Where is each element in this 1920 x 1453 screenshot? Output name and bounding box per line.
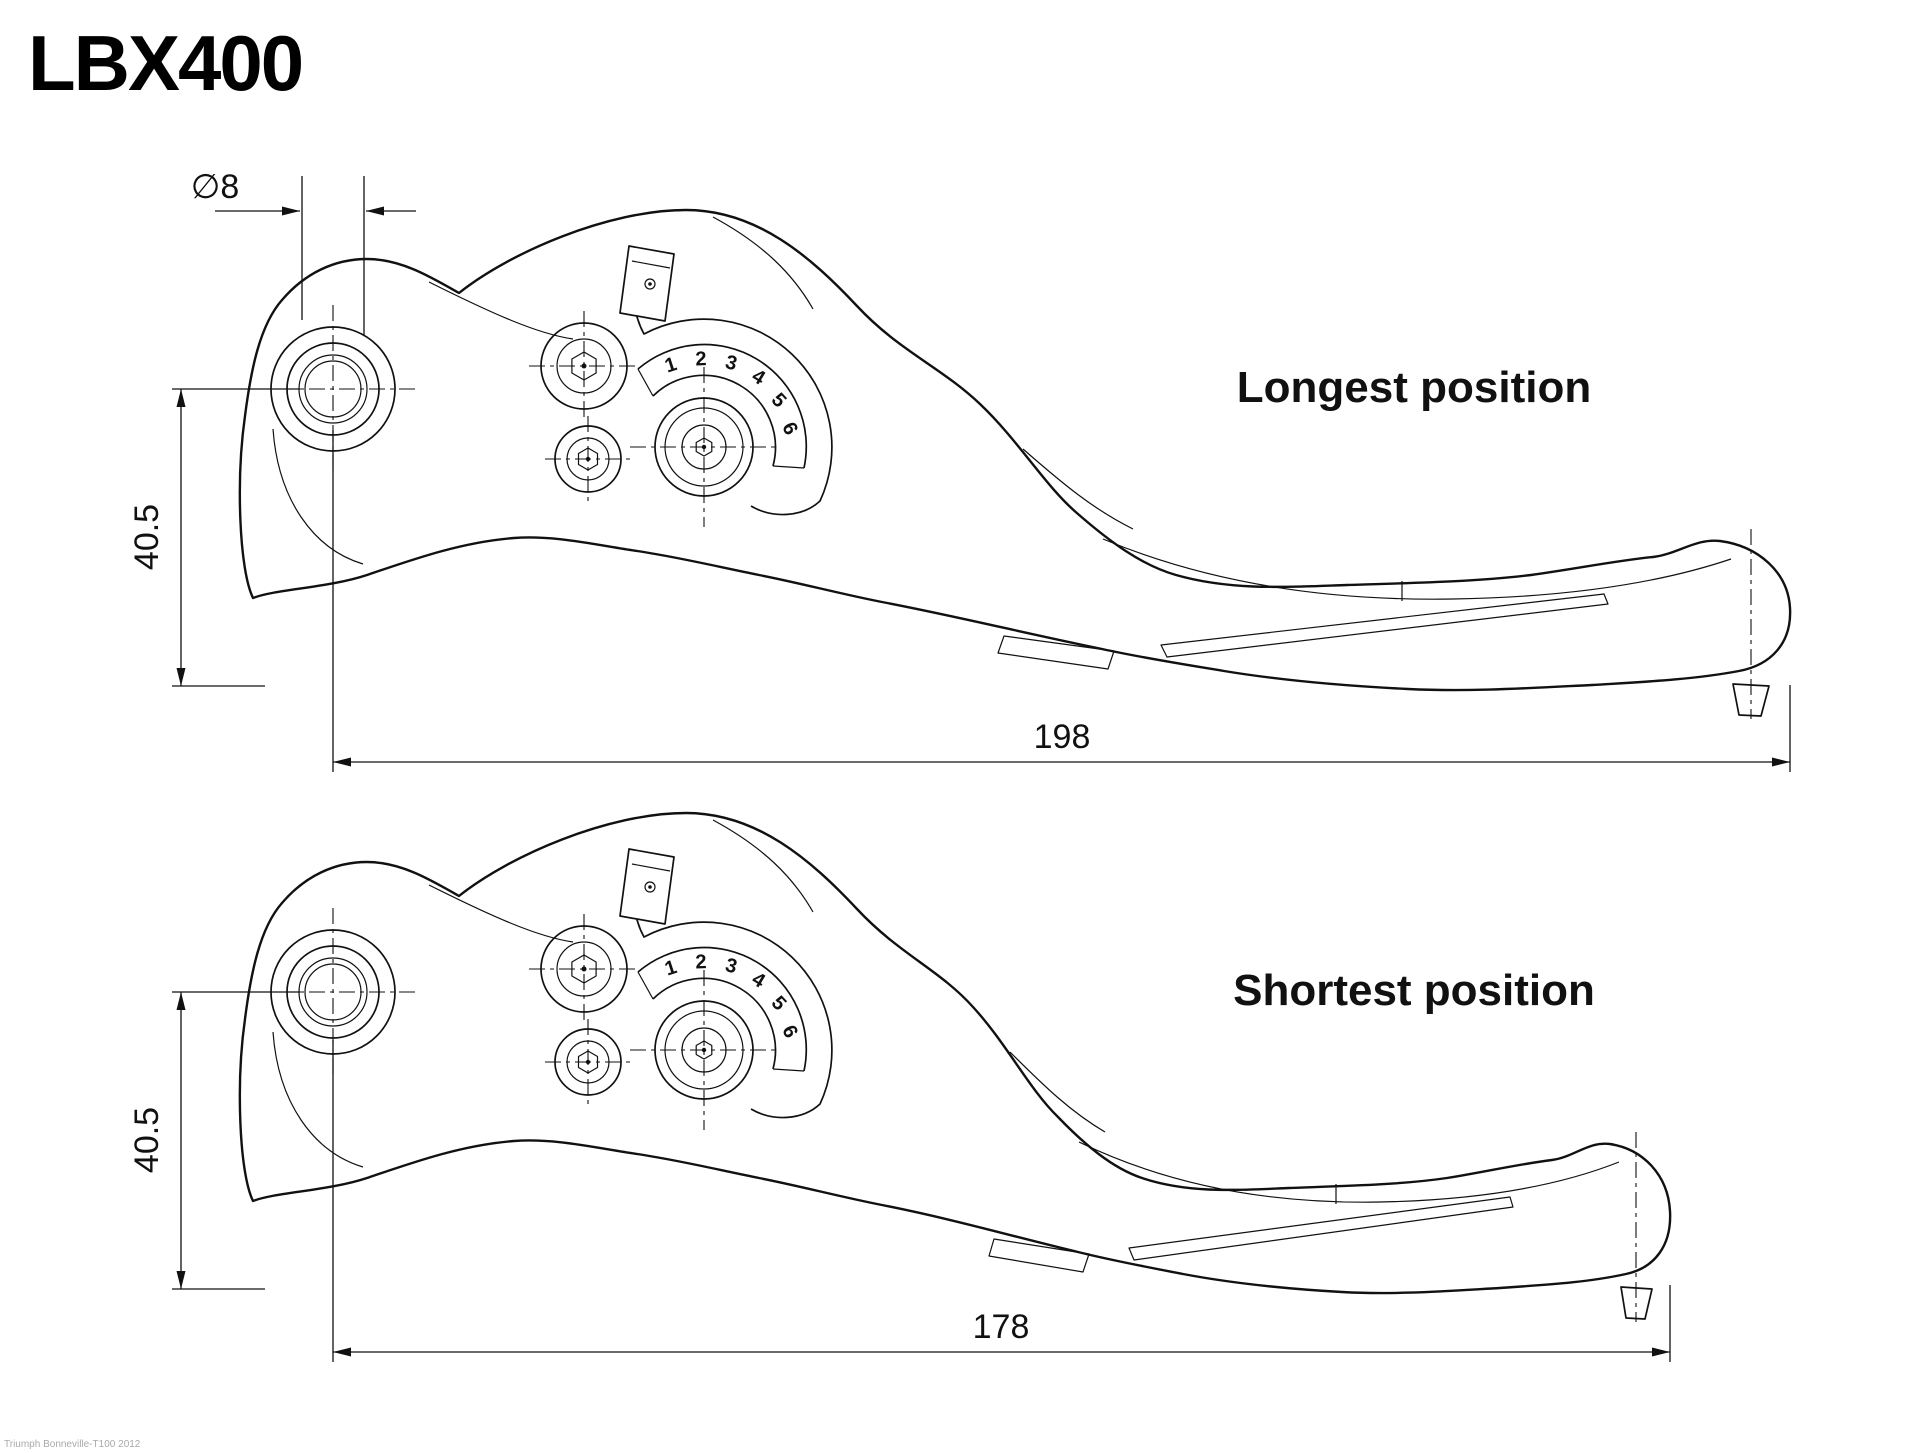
elbow-contour-line <box>1009 1051 1106 1133</box>
view-label-longest: Longest position <box>1237 363 1591 412</box>
lever-longest-position <box>238 208 1792 719</box>
dim-hole-diameter: ∅8 <box>191 168 416 335</box>
lever-shortest-position <box>238 811 1672 1322</box>
extension-lines <box>332 1040 1671 1362</box>
grip-inset-mark <box>997 635 1115 670</box>
hole-diameter-label: ∅8 <box>191 168 240 206</box>
lever-outline <box>238 208 1792 692</box>
extension-lines <box>172 991 300 1290</box>
ball-end-nub <box>1732 683 1770 717</box>
extension-lines <box>332 430 1791 772</box>
blade-inset-strip <box>1128 1196 1514 1261</box>
elbow-contour-line <box>1022 448 1134 530</box>
blade-inset-strip <box>1160 593 1609 658</box>
height-label: 40.5 <box>128 1107 166 1173</box>
watermark-text: Triumph Bonneville-T100 2012 <box>4 1439 141 1450</box>
grip-inset-mark <box>988 1238 1090 1273</box>
length-label: 178 <box>973 1308 1030 1346</box>
lever-outline <box>238 811 1672 1295</box>
extension-lines <box>301 176 365 335</box>
dim-length-top: 198 <box>332 430 1791 772</box>
ball-end-nub <box>1620 1286 1653 1320</box>
dim-height-bottom: 40.5 <box>128 991 300 1290</box>
blade-crease-line <box>1078 1141 1620 1203</box>
extension-lines <box>172 388 300 687</box>
length-label: 198 <box>1034 718 1091 756</box>
blade-details <box>988 1051 1653 1322</box>
blade-crease-line <box>1102 538 1732 600</box>
dim-length-bottom: 178 <box>332 1040 1671 1362</box>
height-label: 40.5 <box>128 504 166 570</box>
view-label-shortest: Shortest position <box>1233 966 1595 1015</box>
blade-details <box>997 448 1770 719</box>
page-title: LBX400 <box>28 19 304 107</box>
dim-height-top: 40.5 <box>128 388 300 687</box>
